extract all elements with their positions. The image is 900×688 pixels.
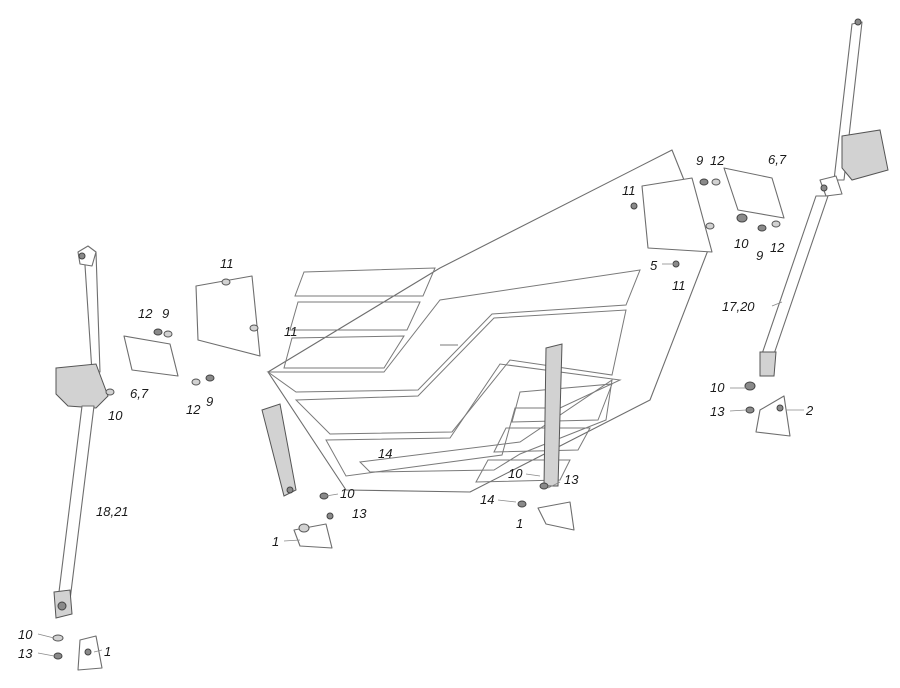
callout-6-7-right: 6,7: [768, 152, 787, 167]
callout-10-right-mid: 10: [508, 466, 523, 481]
callout-10-left-bottom: 10: [18, 627, 33, 642]
callout-10-right: 10: [710, 380, 725, 395]
callout-11-top-b: 11: [672, 278, 686, 293]
callout-6-7-left: 6,7: [130, 386, 149, 401]
callout-9-a: 9: [162, 306, 169, 321]
callout-12-a: 12: [138, 306, 153, 321]
callout-11-top: 11: [622, 183, 636, 198]
leader-lines: [37, 263, 804, 657]
right-bracket-6-7: [699, 167, 785, 232]
callout-17-20: 17,20: [722, 299, 755, 314]
left-seat-belt: [53, 245, 109, 619]
callout-1-mid: 1: [272, 534, 279, 549]
callout-labels: 18,21 17,20 6,7 6,7 12 9 12 9 10 10 13 1…: [18, 152, 814, 661]
callout-2: 2: [805, 403, 814, 418]
callout-5: 5: [650, 258, 658, 273]
left-bracket-6-7: [105, 328, 215, 396]
callout-9-top: 9: [696, 153, 703, 168]
callout-12-b: 12: [186, 402, 201, 417]
callout-14-b: 14: [480, 492, 494, 507]
callout-10-left-belt: 10: [108, 408, 123, 423]
callout-10-top: 10: [734, 236, 749, 251]
callout-13-mid: 13: [352, 506, 367, 521]
right-seat-belt: [759, 18, 889, 377]
callout-9-b: 9: [206, 394, 213, 409]
right-bottom-anchor: [744, 381, 791, 437]
inner-right-buckle: [517, 343, 575, 531]
callout-13-right: 13: [710, 404, 725, 419]
callout-10-mid: 10: [340, 486, 355, 501]
callout-1-right-mid: 1: [516, 516, 523, 531]
left-cover-plate: [195, 275, 261, 357]
callout-11-a: 11: [220, 256, 234, 271]
middle-buckle: [261, 403, 334, 549]
callout-11-b: 11: [284, 324, 298, 339]
callout-13-right-mid: 13: [564, 472, 579, 487]
callout-18-21: 18,21: [96, 504, 129, 519]
callout-12-top: 12: [710, 153, 725, 168]
callout-9-top-b: 9: [756, 248, 763, 263]
callout-12-top-b: 12: [770, 240, 785, 255]
callout-14-a: 14: [378, 446, 392, 461]
callout-13-left-bottom: 13: [18, 646, 33, 661]
left-bottom-anchor: [52, 634, 103, 671]
seat-back-panel: [266, 149, 711, 493]
callout-1-left-bottom: 1: [104, 644, 111, 659]
right-cover-plate: [630, 177, 715, 268]
